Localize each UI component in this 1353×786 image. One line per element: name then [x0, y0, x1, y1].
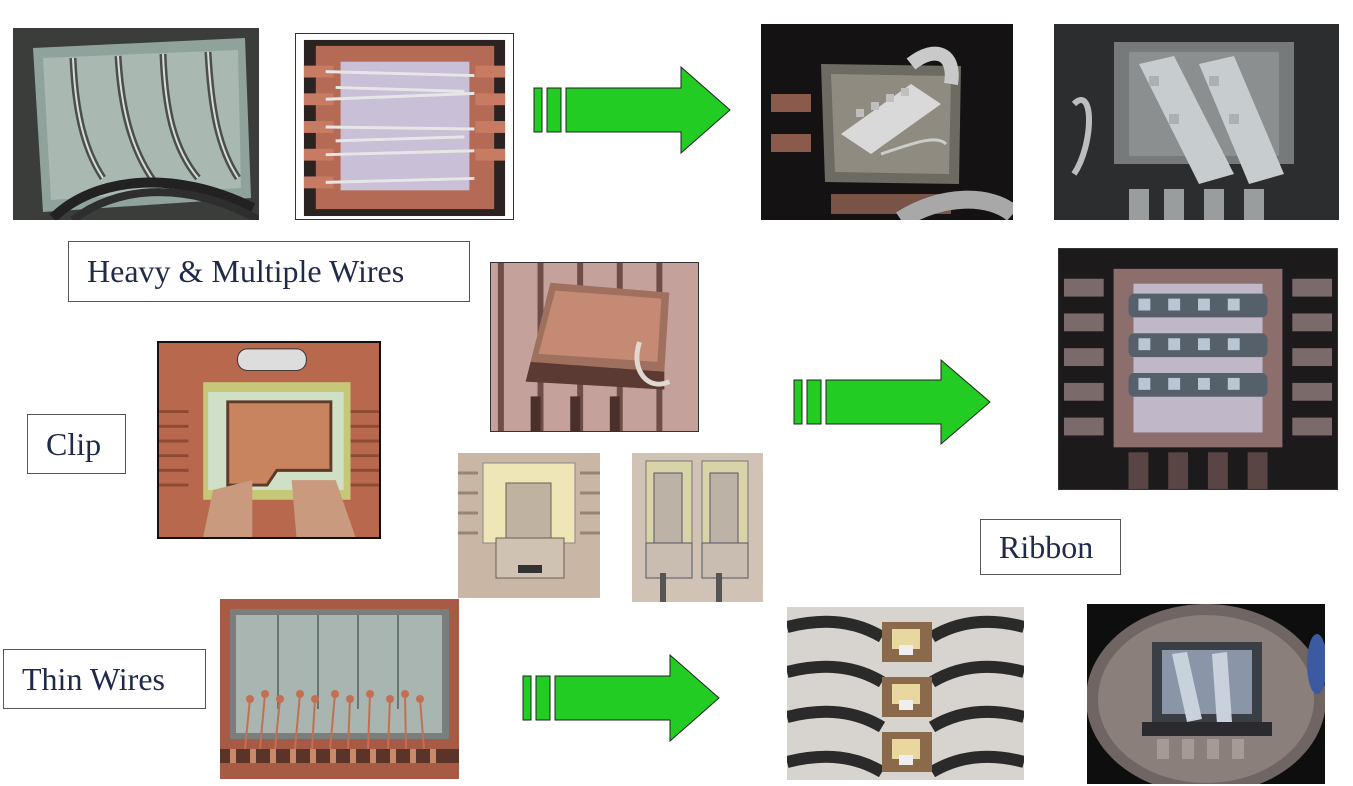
- heavy-wire-package-photo-2: [295, 33, 514, 220]
- clip-label: Clip: [27, 414, 126, 474]
- ribbon-package-photo-3: [1058, 248, 1338, 490]
- heavy-wire-package-photo-1: [13, 28, 259, 220]
- ribbon-label: Ribbon: [980, 519, 1121, 575]
- ribbon-package-photo-2: [1054, 24, 1339, 220]
- right-arrow-icon: [533, 66, 731, 154]
- ribbon-package-photo-5: [1087, 604, 1325, 784]
- clip-package-photo-dual: [632, 453, 763, 602]
- ribbon-package-photo-4: [787, 607, 1024, 780]
- clip-package-photo-top: [157, 341, 381, 539]
- right-arrow-icon: [793, 359, 991, 445]
- clip-package-photo-angled: [490, 262, 699, 432]
- heavy-wires-label: Heavy & Multiple Wires: [68, 241, 470, 302]
- thin-wires-label: Thin Wires: [3, 649, 206, 709]
- clip-package-photo-single: [458, 453, 600, 598]
- ribbon-package-photo-1: [761, 24, 1013, 220]
- right-arrow-icon: [522, 654, 720, 742]
- thin-wire-package-photo: [220, 599, 459, 779]
